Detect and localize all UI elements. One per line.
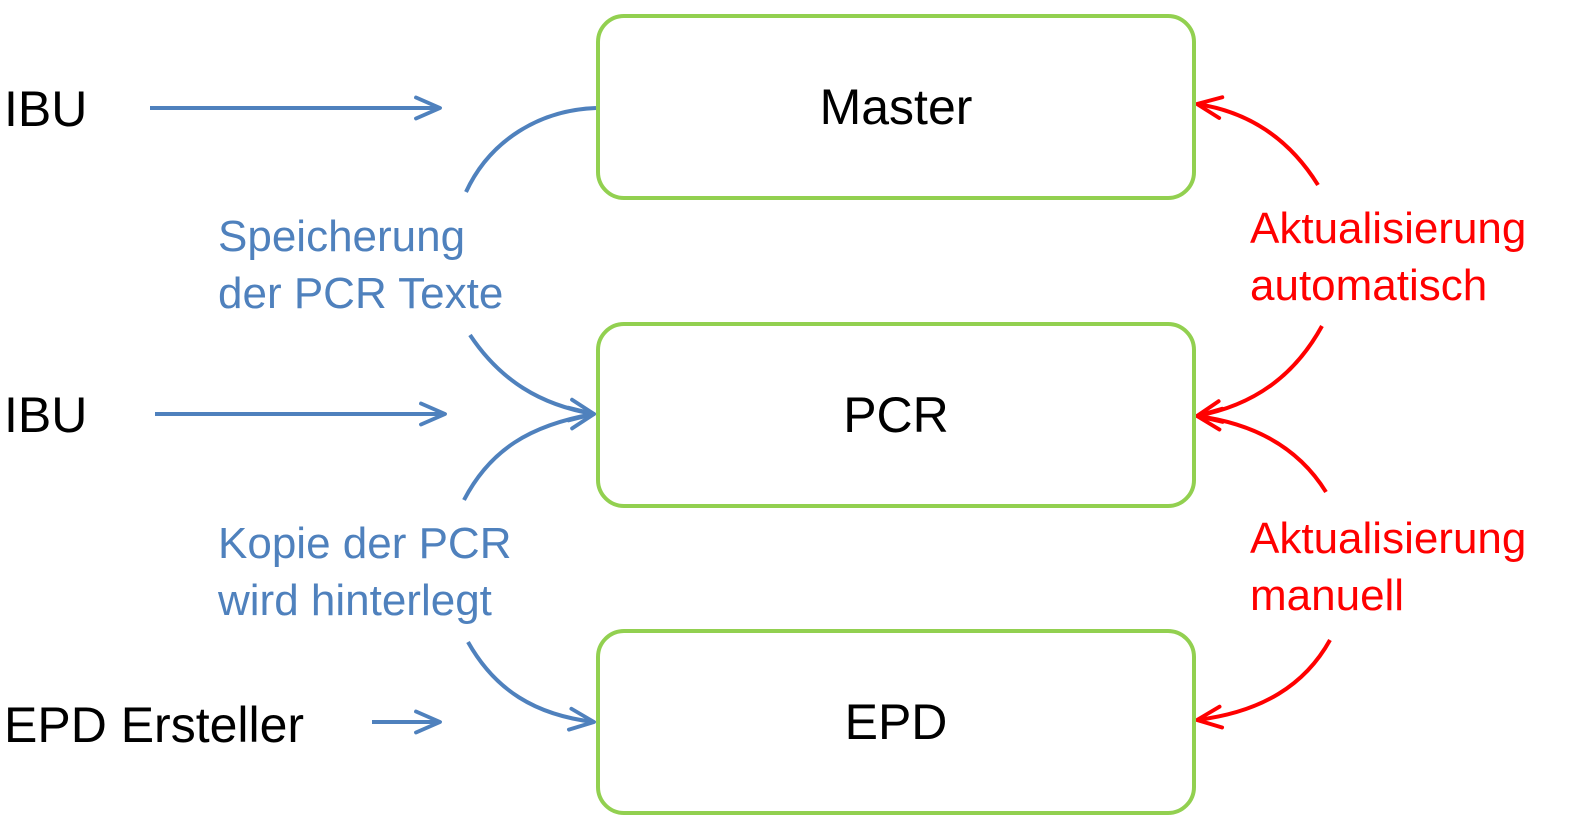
label-copy-line2: wird hinterlegt xyxy=(218,576,492,625)
label-update-automatic: Aktualisierung automatisch xyxy=(1250,200,1526,314)
actor-ibu-pcr: IBU xyxy=(4,387,88,443)
label-copy-pcr: Kopie der PCR wird hinterlegt xyxy=(218,515,511,629)
curve-manual-to-pcr xyxy=(1195,406,1328,494)
actor-epd-creator: EPD Ersteller xyxy=(4,697,305,753)
label-update-manual: Aktualisierung manuell xyxy=(1250,510,1526,624)
label-auto-line1: Aktualisierung xyxy=(1250,204,1527,253)
curve-auto-to-pcr xyxy=(1195,325,1324,424)
curve-label-store-to-pcr xyxy=(468,333,596,423)
curve-manual-to-epd xyxy=(1195,639,1332,730)
epd-box-label: EPD xyxy=(844,694,948,750)
epd-box: EPD xyxy=(596,629,1196,815)
pcr-box-label: PCR xyxy=(843,387,949,443)
label-store-line1: Speicherung xyxy=(218,212,466,261)
label-manual-line1: Aktualisierung xyxy=(1250,514,1527,563)
curve-auto-to-master xyxy=(1195,95,1320,187)
label-store-line2: der PCR Texte xyxy=(218,269,504,318)
actor-ibu-master: IBU xyxy=(4,81,88,137)
curve-label-copy-to-epd xyxy=(466,641,596,732)
master-box-label: Master xyxy=(819,79,973,135)
label-auto-line2: automatisch xyxy=(1250,261,1488,310)
master-box: Master xyxy=(596,14,1196,200)
label-store-pcr-texts: Speicherung der PCR Texte xyxy=(218,208,503,322)
label-manual-line2: manuell xyxy=(1250,571,1405,620)
curve-master-to-label-store xyxy=(464,106,597,193)
pcr-box: PCR xyxy=(596,322,1196,508)
label-copy-line1: Kopie der PCR xyxy=(218,519,512,568)
curve-label-copy-to-pcr xyxy=(462,405,596,501)
